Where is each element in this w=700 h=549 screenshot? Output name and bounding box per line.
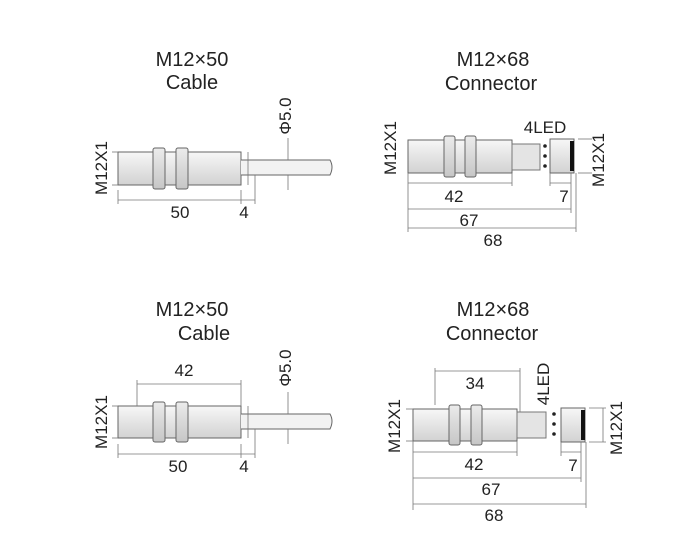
dim-cable-offset: 4 (239, 203, 248, 222)
panel-cable-top: M12×50 Cable M12X1 Φ5.0 50 4 (92, 49, 333, 222)
nut-right (175, 147, 189, 190)
nut-right (470, 404, 483, 446)
led-dot (543, 164, 547, 168)
sensor-body (412, 404, 586, 446)
panel-cable-bottom: M12×50 Cable 42 M12X1 Φ5.0 50 4 (92, 299, 333, 476)
dim-7: 7 (568, 456, 577, 475)
dim-67: 67 (460, 211, 479, 230)
sensor-body (407, 135, 575, 178)
panel-connector-bottom: M12×68 Connector 4LED 34 M12X1 M12X1 (385, 299, 626, 525)
nut-left (152, 147, 166, 190)
dim-42: 42 (175, 361, 194, 380)
nut-right (464, 135, 477, 178)
dim-42: 42 (465, 455, 484, 474)
panel-title-line1: M12×50 (156, 299, 229, 321)
panel-connector-top: M12×68 Connector 4LED M12X1 M12X1 42 7 6… (381, 49, 608, 250)
led-dot (543, 144, 547, 148)
led-label: 4LED (524, 118, 567, 137)
panel-title-line1: M12×68 (457, 299, 530, 321)
panel-title-line2: Connector (446, 323, 539, 345)
connector-neck (511, 143, 541, 171)
led-label: 4LED (534, 363, 553, 406)
sensor-body (117, 147, 333, 190)
connector-cap (581, 410, 585, 440)
nut-right (175, 401, 189, 443)
connector-neck (516, 411, 547, 439)
diameter-label: Φ5.0 (276, 97, 295, 134)
panel-title-line2: Connector (445, 73, 538, 95)
dim-68: 68 (484, 231, 503, 250)
dim-cable-offset: 4 (239, 457, 248, 476)
dim-length: 50 (169, 457, 188, 476)
led-dot (543, 154, 547, 158)
cable (241, 159, 333, 176)
panel-title-line2: Cable (178, 323, 230, 345)
thread-label-right: M12X1 (589, 133, 608, 187)
panel-title-line2: Cable (166, 72, 218, 94)
nut-left (152, 401, 166, 443)
thread-label-left: M12X1 (385, 399, 404, 453)
panel-title-line1: M12×50 (156, 49, 229, 71)
diameter-label: Φ5.0 (276, 349, 295, 386)
dim-67: 67 (482, 480, 501, 499)
panel-title-line1: M12×68 (457, 49, 530, 71)
thread-label: M12X1 (92, 395, 111, 449)
dim-68: 68 (485, 506, 504, 525)
thread-label-right: M12X1 (607, 401, 626, 455)
connector-cap (570, 141, 574, 171)
led-dot (552, 412, 556, 416)
thread-label: M12X1 (92, 141, 111, 195)
cable (241, 413, 333, 430)
dim-34: 34 (466, 374, 485, 393)
dim-length: 50 (171, 203, 190, 222)
dim-7: 7 (559, 187, 568, 206)
dim-42: 42 (445, 187, 464, 206)
sensor-body (117, 401, 333, 443)
nut-left (443, 135, 456, 178)
nut-left (448, 404, 461, 446)
led-dot (552, 422, 556, 426)
led-dot (552, 432, 556, 436)
thread-label-left: M12X1 (381, 121, 400, 175)
